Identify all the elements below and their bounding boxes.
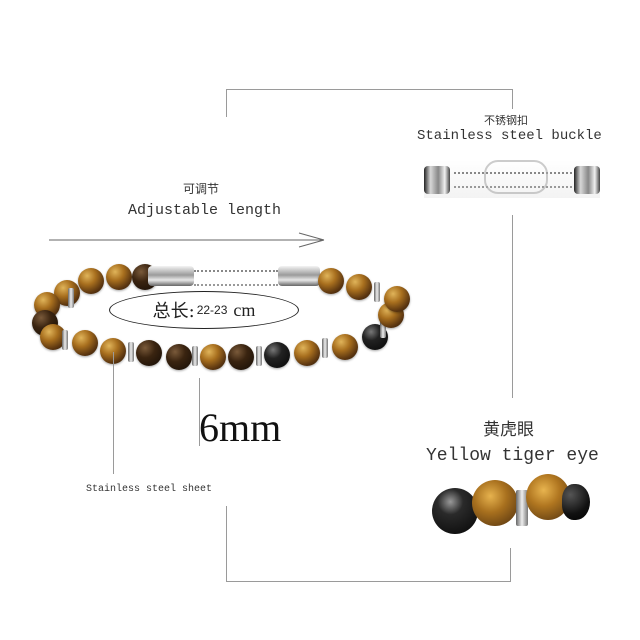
sheet-label-en: Stainless steel sheet — [86, 484, 213, 495]
right-arrow-icon — [49, 232, 325, 248]
bracelet-image — [28, 262, 418, 372]
frame-bottom-line — [226, 581, 511, 582]
sheet-pointer-line — [113, 352, 114, 474]
tiger-eye-label-cn: 黄虎眼 — [483, 420, 534, 440]
buckle-label-en: Stainless steel buckle — [417, 128, 602, 144]
total-length-unit: cm — [233, 299, 256, 320]
buckle-image — [424, 160, 600, 198]
tiger-eye-label-en: Yellow tiger eye — [426, 446, 599, 466]
total-length-badge: 总长: 22-23 cm — [109, 291, 299, 329]
frame-top-line — [226, 89, 513, 90]
adjustable-label-cn: 可调节 — [183, 182, 220, 196]
frame-left-line-bottom — [226, 506, 227, 582]
frame-right-line-mid — [512, 215, 513, 398]
total-length-label: 总长: — [152, 301, 195, 322]
bead-size-label: 6mm — [199, 405, 282, 450]
frame-right-line-top — [512, 89, 513, 109]
tiger-eye-bead-image — [432, 470, 592, 540]
buckle-label-cn: 不锈钢扣 — [484, 114, 528, 127]
frame-left-line-top — [226, 89, 227, 117]
size-pointer-line — [199, 378, 200, 446]
frame-right-line-bottom — [510, 548, 511, 581]
total-length-value: 22-23 — [196, 303, 228, 317]
adjustable-label-en: Adjustable length — [128, 202, 282, 219]
